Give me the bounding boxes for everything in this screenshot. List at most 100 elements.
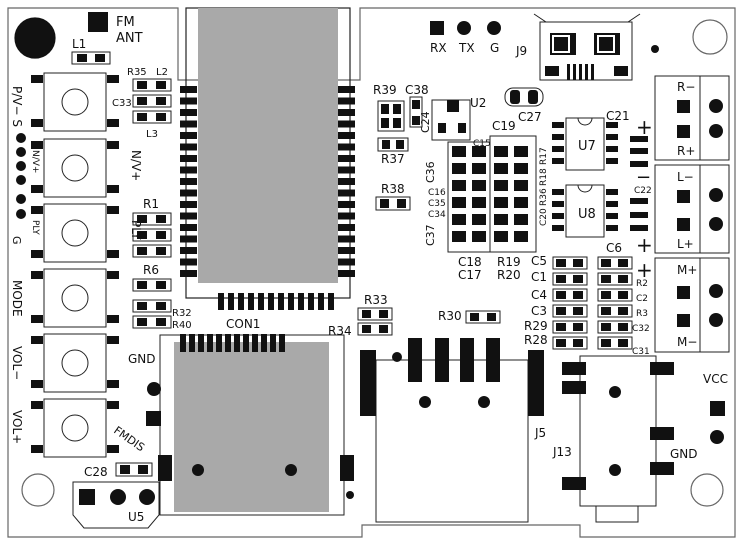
- label-r30: R30: [438, 309, 462, 323]
- passive-pad: [452, 180, 466, 191]
- label-r39: R39: [373, 83, 397, 97]
- module-pin-right: [338, 189, 355, 197]
- label-j5: J5: [534, 426, 546, 440]
- label-c35: C35: [428, 199, 446, 209]
- amp-passive-cluster: [552, 256, 633, 350]
- module-pin-right: [338, 97, 355, 105]
- label-r-minus: R−: [677, 80, 695, 94]
- label-l2: L2: [156, 67, 168, 78]
- label-c31: C31: [632, 347, 650, 357]
- passive-pad: [514, 163, 528, 174]
- passive-pad: [618, 323, 628, 331]
- label-u8: U8: [578, 207, 596, 222]
- module-pin-bottom: [328, 293, 334, 310]
- label-c24: C24: [419, 111, 432, 133]
- module-pin-bottom: [318, 293, 324, 310]
- module-pin-left: [180, 212, 197, 220]
- passive-pad: [573, 307, 583, 315]
- button-mode: [31, 268, 119, 328]
- u8-ic: [552, 184, 618, 238]
- passive-pad: [494, 231, 508, 242]
- module-pin-bottom: [228, 293, 234, 310]
- button-vol-minus: [31, 333, 119, 393]
- label-con1: CON1: [226, 317, 260, 331]
- passive-pad: [494, 214, 508, 225]
- module-pin-right: [338, 247, 355, 254]
- label-m-minus: M−: [677, 335, 697, 349]
- con1-pin: [216, 334, 222, 352]
- label-fm: FM: [116, 15, 135, 30]
- con1-pin: [279, 334, 285, 352]
- j13-audio-jack: [562, 355, 674, 523]
- label-l-plus: L+: [677, 237, 694, 251]
- con1-connector: [158, 334, 354, 516]
- label-c19: C19: [492, 119, 516, 133]
- via-top-right: [651, 45, 659, 53]
- vcc-pad: [710, 401, 725, 416]
- label-c36: C36: [424, 161, 437, 183]
- label-tx: TX: [458, 41, 475, 55]
- module-pin-right: [338, 258, 355, 266]
- passive-pad: [573, 259, 583, 267]
- label-r2: R2: [636, 279, 648, 289]
- gnd-left-pad-square: [146, 411, 161, 426]
- passive-pad: [472, 214, 486, 225]
- module-pin-right: [338, 235, 355, 243]
- passive-pad: [601, 307, 611, 315]
- l1-footprint: [71, 51, 111, 65]
- label-c20: C20: [539, 208, 549, 226]
- mounting-holes: [14, 17, 728, 507]
- label-r-plus: R+: [677, 144, 695, 158]
- passive-pad: [601, 259, 611, 267]
- module-pin-right: [338, 166, 355, 174]
- label-r18: R18: [539, 168, 549, 186]
- label-c16: C16: [428, 188, 446, 198]
- module-pin-right: [338, 224, 355, 231]
- button-vol-plus: [31, 398, 119, 458]
- mid-passive-cluster: [447, 135, 537, 253]
- module-pin-bottom: [218, 293, 224, 310]
- passive-pad: [452, 197, 466, 208]
- button-ply: [31, 203, 119, 263]
- label-r36: R36: [539, 188, 549, 206]
- module-pin-left: [180, 97, 197, 105]
- con1-pin: [180, 334, 186, 352]
- con1-pin: [198, 334, 204, 352]
- passive-pad: [556, 259, 566, 267]
- label-plus1: +: [636, 115, 653, 139]
- passive-outline: [552, 336, 588, 350]
- label-r3: R3: [636, 309, 648, 319]
- passive-pad: [618, 259, 628, 267]
- module-pin-left: [180, 155, 197, 162]
- passive-pad: [573, 275, 583, 283]
- module-pin-bottom: [248, 293, 254, 310]
- module-pin-right: [338, 178, 355, 185]
- label-pv-s: P/V− S: [10, 86, 24, 127]
- button-resistors: [132, 212, 172, 329]
- label-r29: R29: [524, 319, 548, 333]
- label-c33: C33: [112, 98, 132, 109]
- passive-pad: [618, 291, 628, 299]
- passive-pad: [556, 323, 566, 331]
- con1-pin: [189, 334, 195, 352]
- con1-pins: [180, 334, 285, 352]
- label-plus2: +: [636, 233, 653, 257]
- passive-pad: [514, 146, 528, 157]
- module-pin-bottom: [268, 293, 274, 310]
- label-r1: R1: [143, 197, 159, 211]
- label-c3: C3: [531, 304, 547, 318]
- passive-pad: [472, 146, 486, 157]
- module-pin-right: [338, 201, 355, 208]
- module-pin-left: [180, 178, 197, 185]
- passive-pad: [573, 323, 583, 331]
- tactile-buttons: [31, 72, 119, 458]
- label-r20: R20: [497, 268, 521, 282]
- module-pin-right: [338, 109, 355, 116]
- passive-pad: [514, 214, 528, 225]
- label-r33: R33: [364, 293, 388, 307]
- module-pin-left: [180, 109, 197, 116]
- passive-pad: [573, 291, 583, 299]
- passive-pad: [514, 231, 528, 242]
- label-plus3: +: [636, 258, 653, 282]
- label-j9: J9: [515, 44, 527, 58]
